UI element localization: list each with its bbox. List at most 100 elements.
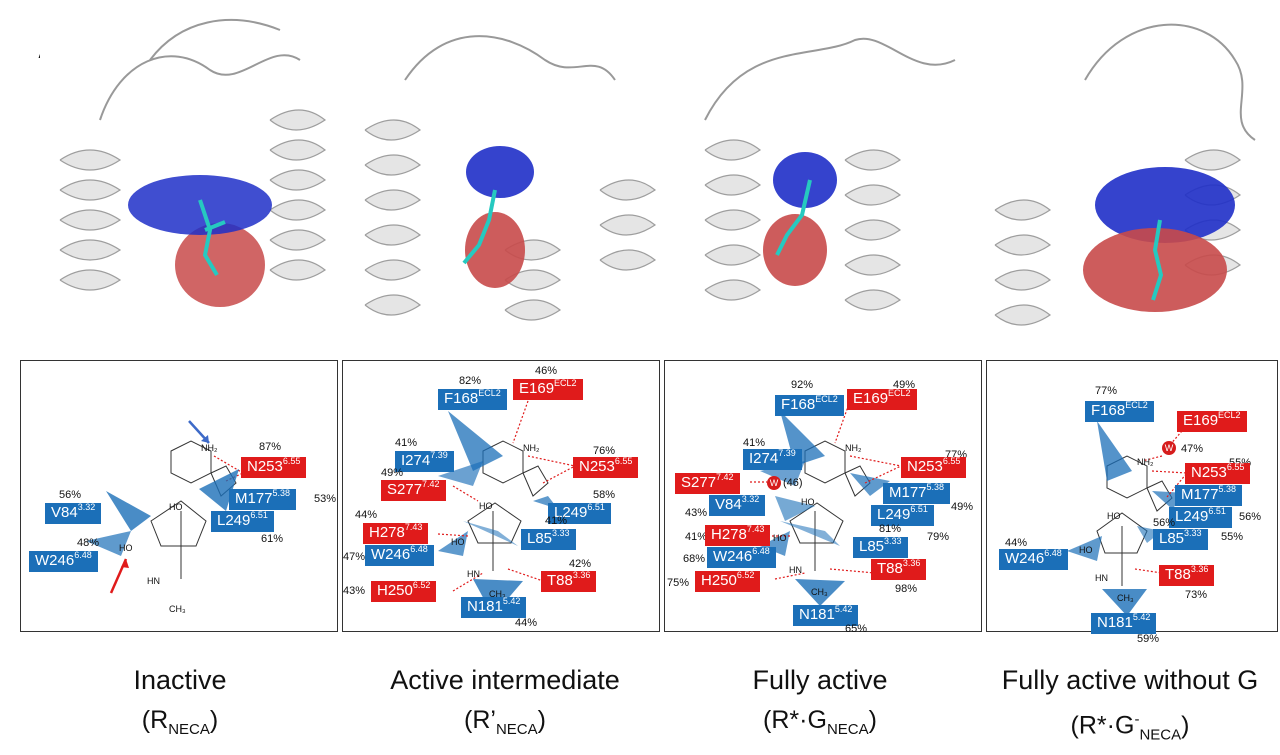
residue-n253: N2536.55	[241, 457, 307, 478]
residue-n253: N2536.55	[901, 457, 967, 478]
structure-fully-active-svg	[704, 37, 956, 311]
percent-label: 41%	[395, 437, 418, 449]
caption-title: Active intermediate	[390, 665, 620, 695]
percent-label: 61%	[261, 533, 284, 545]
ho-atom: HO	[1107, 511, 1121, 521]
residue-w246: W2466.48	[707, 547, 776, 568]
ch3-atom: CH₃	[811, 587, 828, 597]
residue-e169: E169ECL2	[513, 379, 583, 400]
caption-active-intermediate: Active intermediate (R’NECA)	[355, 660, 655, 750]
percent-label: 47%	[1181, 443, 1204, 455]
residue-m177: M1775.38	[883, 483, 951, 504]
residue-e169: E169ECL2	[847, 389, 917, 410]
percent-label: 44%	[355, 509, 378, 521]
structure-fully-active	[665, 0, 965, 340]
residue-w246: W2466.48	[29, 551, 98, 572]
residue-l249: L2496.51	[548, 503, 611, 524]
hn-atom: HN	[147, 576, 160, 586]
diagram-active-intermediate-lines	[437, 400, 576, 616]
percent-label: 56%	[1153, 517, 1176, 529]
residue-n181: N1815.42	[461, 597, 527, 618]
residue-h278: H2787.43	[705, 525, 771, 546]
residue-s277: S2777.42	[381, 480, 446, 501]
residue-v84: V843.32	[709, 495, 766, 516]
percent-label: 77%	[1095, 385, 1118, 397]
diagram-fully-active: NH₂ HO HO HN CH₃ 92% F168ECL2 49% E169EC…	[664, 360, 982, 635]
structure-fully-active-without-g	[985, 0, 1265, 340]
percent-label: 65%	[845, 623, 868, 635]
residue-t88: T883.36	[871, 559, 927, 580]
percent-label: 81%	[879, 523, 902, 535]
percent-label: 42%	[569, 558, 592, 570]
hn-atom: HN	[467, 569, 480, 579]
percent-label: 59%	[1137, 633, 1160, 645]
ch3-atom: CH₃	[169, 604, 186, 614]
ho-atom: HO	[451, 537, 465, 547]
percent-label: 79%	[927, 531, 950, 543]
percent-label: 68%	[683, 553, 706, 565]
structure-active-intermediate-svg	[364, 35, 657, 321]
residue-t88: T883.36	[541, 571, 597, 592]
percent-label: 98%	[895, 583, 918, 595]
caption-state: (R*·GNECA)	[763, 706, 877, 738]
residue-l85: L853.33	[853, 537, 908, 558]
percent-label: 55%	[1221, 531, 1244, 543]
water-molecule-icon: W	[1162, 441, 1176, 455]
residue-l85: L853.33	[521, 529, 576, 550]
residue-n181: N1815.42	[793, 605, 859, 626]
ho-atom: HO	[801, 497, 815, 507]
residue-w246: W2466.48	[999, 549, 1068, 570]
diagram-fully-active-without-g-lines	[1067, 421, 1188, 616]
percent-label: 82%	[459, 375, 482, 387]
percent-label: 44%	[515, 617, 538, 629]
residue-h250: H2506.52	[371, 581, 437, 602]
caption-state: (R*·G-NECA)	[1070, 711, 1190, 744]
residue-m177: M1775.38	[229, 489, 297, 510]
hn-atom: HN	[1095, 573, 1108, 583]
percent-label: 49%	[893, 379, 916, 391]
ho-atom: HO	[1079, 545, 1093, 555]
percent-label: 49%	[381, 467, 404, 479]
percent-label: (46)	[783, 477, 803, 489]
percent-label: 48%	[77, 537, 100, 549]
residue-i274: I2747.39	[743, 449, 802, 470]
nh2-atom: NH₂	[1137, 457, 1154, 467]
percent-label: 56%	[59, 489, 82, 501]
caption-state: (R’NECA)	[464, 706, 546, 738]
diagram-fully-active-lines	[750, 400, 902, 606]
diagram-active-intermediate: NH₂ HO HO HN CH₃ 82% F168ECL2 46% E169EC…	[342, 360, 660, 632]
caption-inactive: Inactive (RNECA)	[70, 660, 290, 750]
residue-f168: F168ECL2	[438, 389, 507, 410]
residue-v84: V843.32	[45, 503, 102, 524]
nh2-atom: NH₂	[523, 443, 540, 453]
ch3-atom: CH₃	[1117, 593, 1134, 603]
caption-title: Fully active	[752, 665, 888, 695]
ho-atom: HO	[773, 533, 787, 543]
percent-label: 44%	[1005, 537, 1028, 549]
diagram-fully-active-without-g: NH₂ HO HO HN CH₃ 77% F168ECL2 E169ECL2 W…	[986, 360, 1278, 645]
residue-l249: L2496.51	[211, 511, 274, 532]
hn-atom: HN	[789, 565, 802, 575]
percent-label: 56%	[1239, 511, 1262, 523]
residue-w246: W2466.48	[365, 545, 434, 566]
ho-atom: HO	[169, 502, 183, 512]
nh2-atom: NH₂	[201, 443, 218, 453]
structure-inactive-svg	[59, 19, 327, 307]
percent-label: 92%	[791, 379, 814, 391]
ch3-atom: CH₃	[489, 589, 506, 599]
structure-inactive	[40, 0, 340, 340]
residue-m177: M1775.38	[1175, 485, 1243, 506]
residue-n181: N1815.42	[1091, 613, 1157, 634]
residue-n253: N2536.55	[573, 457, 639, 478]
percent-label: 49%	[951, 501, 974, 513]
caption-state: (RNECA)	[141, 706, 219, 738]
percent-label: 43%	[343, 585, 366, 597]
percent-label: 58%	[593, 489, 616, 501]
percent-label: 43%	[685, 507, 708, 519]
caption-title: Fully active without G	[1001, 665, 1259, 695]
percent-label: 41%	[685, 531, 708, 543]
percent-label: 75%	[667, 577, 690, 589]
residue-n253: N2536.55	[1185, 463, 1251, 484]
percent-label: 41%	[743, 437, 766, 449]
residue-s277: S2777.42	[675, 473, 740, 494]
